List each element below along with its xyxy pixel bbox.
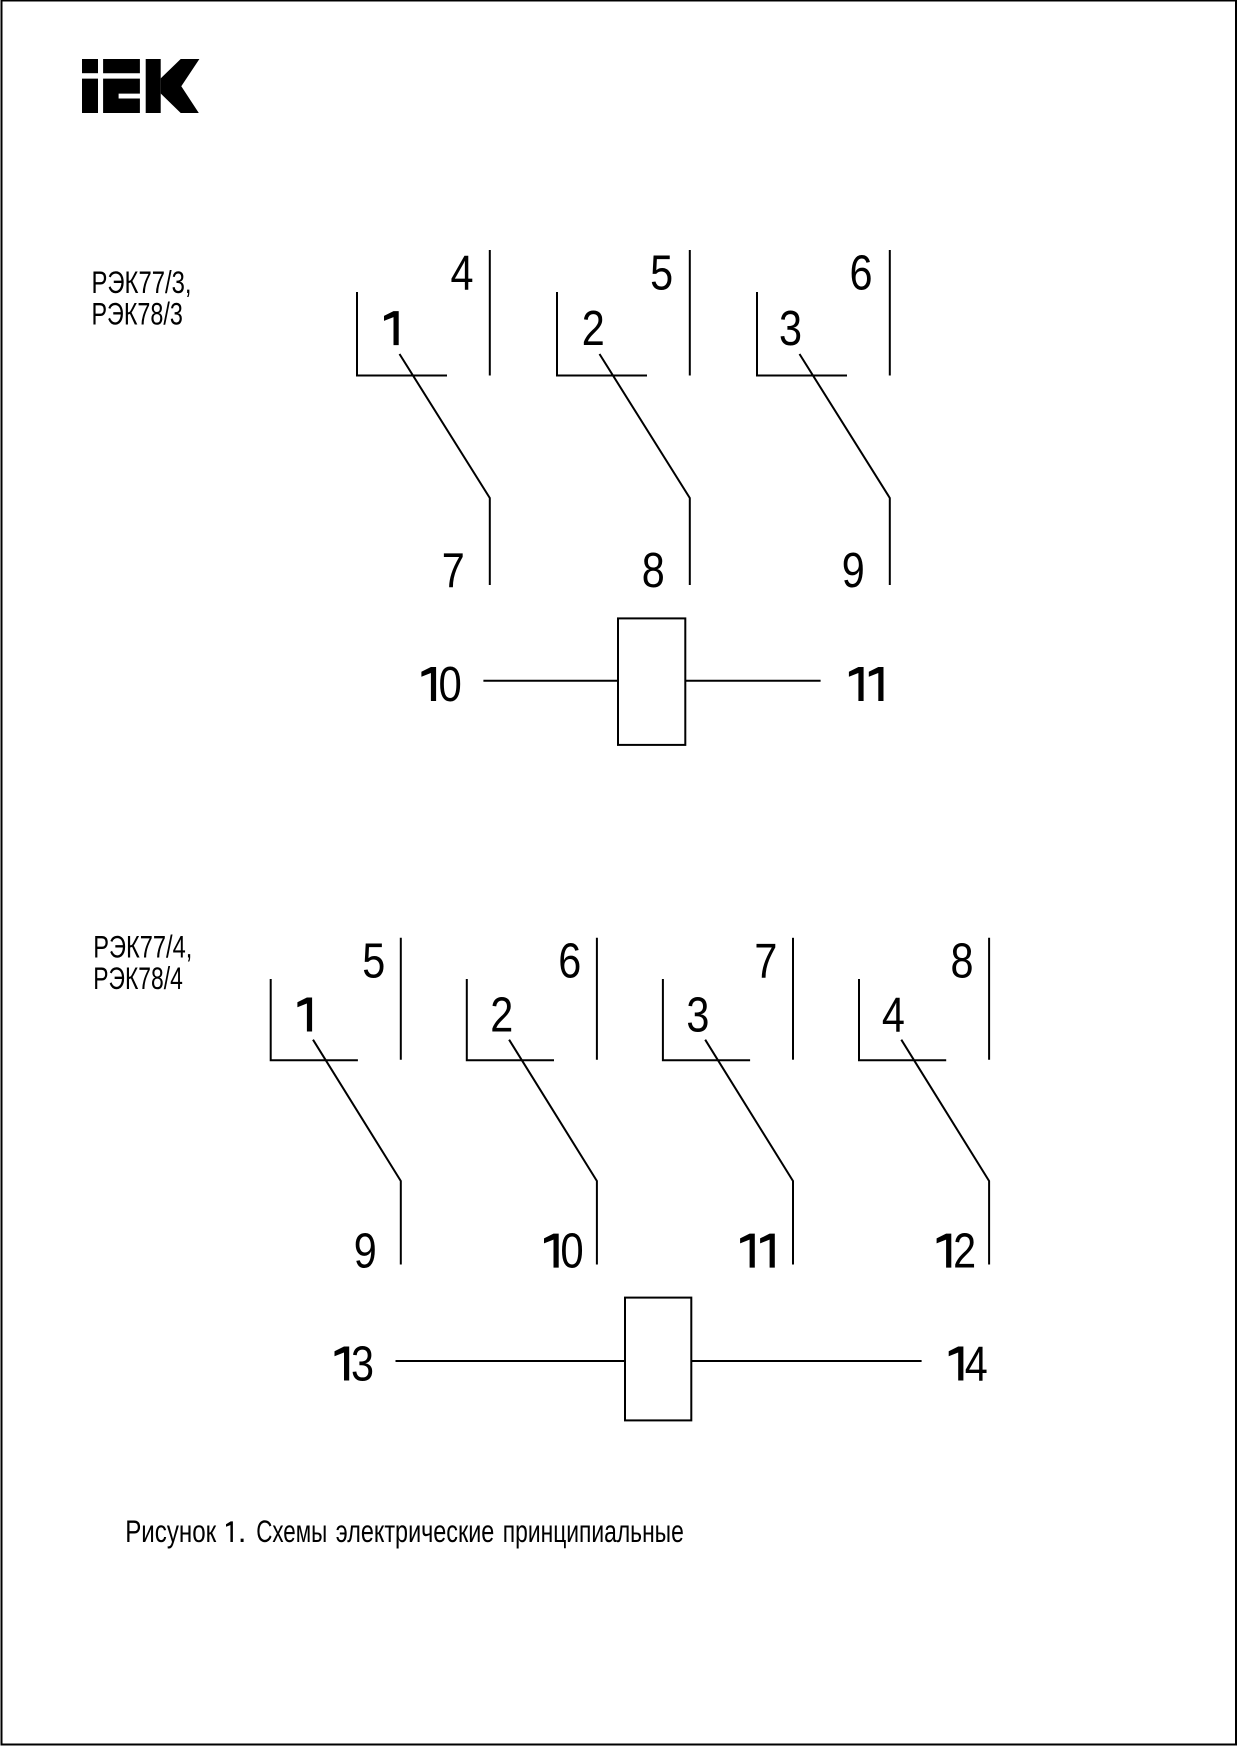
svg-text:электрические: электрические xyxy=(336,1514,495,1549)
svg-text:Рисунок: Рисунок xyxy=(125,1514,216,1549)
svg-text:.: . xyxy=(238,1514,247,1549)
svg-text:2: 2 xyxy=(953,1224,976,1279)
svg-text:5: 5 xyxy=(362,933,385,988)
svg-text:4: 4 xyxy=(451,246,474,301)
svg-text:0: 0 xyxy=(439,657,462,712)
svg-text:принципиальные: принципиальные xyxy=(503,1514,684,1549)
svg-text:4: 4 xyxy=(882,988,905,1043)
svg-text:РЭК77/3,: РЭК77/3, xyxy=(92,265,192,300)
svg-text:8: 8 xyxy=(642,543,665,598)
svg-text:4: 4 xyxy=(965,1337,988,1392)
svg-text:8: 8 xyxy=(951,933,974,988)
svg-text:3: 3 xyxy=(779,301,802,356)
svg-text:РЭК78/3: РЭК78/3 xyxy=(92,297,183,332)
svg-text:5: 5 xyxy=(650,246,673,301)
svg-text:7: 7 xyxy=(442,543,465,598)
svg-text:9: 9 xyxy=(354,1224,377,1279)
svg-text:9: 9 xyxy=(842,543,865,598)
svg-text:РЭК77/4,: РЭК77/4, xyxy=(93,929,192,964)
svg-text:3: 3 xyxy=(686,988,709,1043)
svg-text:2: 2 xyxy=(582,301,605,356)
svg-text:3: 3 xyxy=(351,1337,374,1392)
svg-text:Схемы: Схемы xyxy=(256,1514,327,1549)
svg-text:6: 6 xyxy=(850,246,873,301)
svg-text:7: 7 xyxy=(754,933,777,988)
svg-text:РЭК78/4: РЭК78/4 xyxy=(93,961,183,996)
svg-text:2: 2 xyxy=(490,988,513,1043)
svg-text:6: 6 xyxy=(558,933,581,988)
svg-text:0: 0 xyxy=(560,1224,583,1279)
